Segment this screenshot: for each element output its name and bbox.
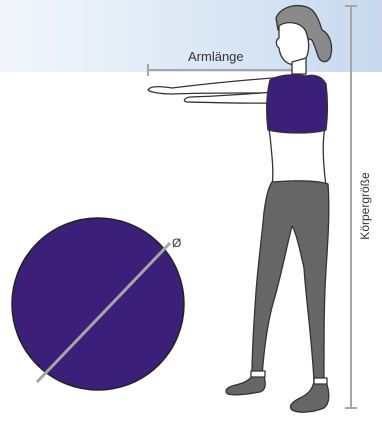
left-foot <box>226 376 265 395</box>
body-height-measure-line <box>345 6 357 408</box>
arm-length-measure-line <box>148 64 300 76</box>
body-height-label: Körpergröße <box>358 172 372 239</box>
woman-figure <box>148 6 332 413</box>
gym-ball <box>12 218 184 390</box>
sports-top <box>267 75 328 133</box>
leggings <box>252 181 329 382</box>
left-sock <box>251 371 265 377</box>
right-foot <box>290 382 328 412</box>
right-sock <box>314 378 327 384</box>
arm-length-label: Armlänge <box>188 49 244 64</box>
diameter-label: Ø <box>172 236 181 250</box>
